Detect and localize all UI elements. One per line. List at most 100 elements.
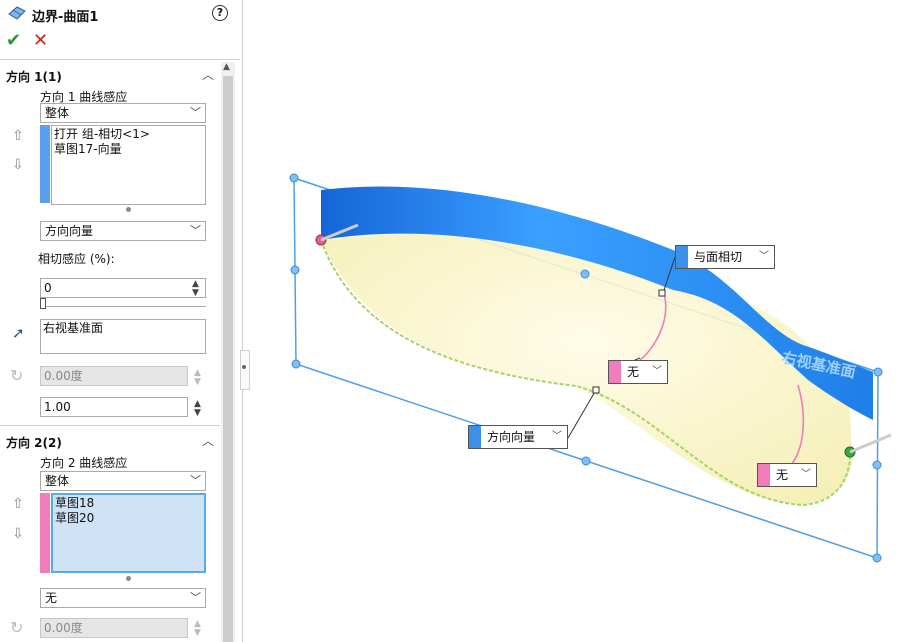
callout-color xyxy=(469,426,481,448)
cancel-button[interactable]: ✕ xyxy=(33,30,49,51)
callout-label: 与面相切 xyxy=(694,250,743,264)
reference-selection-box[interactable]: 右视基准面 xyxy=(40,319,206,354)
list-item[interactable]: 草图17-向量 xyxy=(54,142,122,156)
direction1-title: 方向 1(1) xyxy=(6,70,62,84)
panel-scrollbar[interactable]: ▲ xyxy=(221,62,235,642)
chevron-down-icon: ﹀ xyxy=(801,469,811,480)
tangent-type-callout[interactable]: 方向向量 ﹀ xyxy=(468,425,568,449)
direction2-curve-1 xyxy=(639,289,667,361)
direction1-collapse-icon[interactable]: ︿ xyxy=(202,68,215,82)
reverse-direction-icon: ↻ xyxy=(10,366,24,385)
graphics-viewport[interactable]: 右视基准面 xyxy=(243,0,909,642)
direction2-influence-select[interactable]: 整体 ﹀ xyxy=(40,471,206,491)
move-up-icon[interactable]: ⇧ xyxy=(12,496,24,512)
direction1-tangent-value: 方向向量 xyxy=(45,224,94,238)
tangent-arrow[interactable] xyxy=(320,223,359,242)
angle-input: 0.00度 xyxy=(40,366,188,386)
spin-arrows-icon: ▲▼ xyxy=(194,619,201,638)
splitter-grip-icon xyxy=(242,365,246,369)
list-resize-handle[interactable] xyxy=(126,576,131,581)
slider-knob[interactable] xyxy=(40,298,46,309)
angle-value: 0.00度 xyxy=(44,369,83,383)
chevron-down-icon: ﹀ xyxy=(190,224,201,237)
callout-color xyxy=(758,464,770,486)
callout-leader xyxy=(634,357,641,361)
panel-title: 边界-曲面1 xyxy=(32,10,99,25)
frame-handle[interactable] xyxy=(291,359,301,369)
tangent-face-band xyxy=(321,186,873,420)
frame-handle[interactable] xyxy=(581,456,591,466)
frame-handle[interactable] xyxy=(873,367,883,377)
property-manager: 边界-曲面1 ? ✔ ✕ ▲ 方向 1(1) ︿ 方向 1 曲线感应 整体 ﹀ … xyxy=(0,0,243,642)
scrollbar-thumb[interactable] xyxy=(223,76,233,642)
chevron-down-icon: ﹀ xyxy=(759,251,769,262)
angle-value: 0.00度 xyxy=(44,621,83,635)
direction-vector-icon: ➚ xyxy=(12,324,25,342)
direction2-color-bar xyxy=(40,493,50,573)
leader-anchor xyxy=(658,289,666,297)
callout-label: 方向向量 xyxy=(487,430,536,444)
direction1-curve-list[interactable]: 打开 组-相切<1> 草图17-向量 xyxy=(51,125,206,205)
frame-handle[interactable] xyxy=(872,553,882,563)
angle-input: 0.00度 xyxy=(40,618,188,638)
divider xyxy=(0,425,220,426)
direction1-color-bar xyxy=(40,125,50,203)
tangent-influence-slider[interactable] xyxy=(40,298,206,309)
direction1-influence-select[interactable]: 整体 ﹀ xyxy=(40,103,206,123)
tangent-arrow[interactable] xyxy=(849,433,892,454)
tangent-length-value: 1.00 xyxy=(44,400,71,414)
list-item[interactable]: 打开 组-相切<1> xyxy=(54,127,150,141)
direction2-collapse-icon[interactable]: ︿ xyxy=(202,434,215,448)
reverse-direction-icon: ↻ xyxy=(10,618,24,637)
panel-header: 边界-曲面1 ? xyxy=(0,0,240,30)
tangent-type-callout[interactable]: 无 ﹀ xyxy=(608,360,668,384)
direction2-influence-label: 方向 2 曲线感应 xyxy=(40,456,128,470)
help-icon[interactable]: ? xyxy=(212,5,228,21)
list-resize-handle[interactable] xyxy=(126,207,131,212)
direction2-tangent-select[interactable]: 无 ﹀ xyxy=(40,588,206,608)
reference-item: 右视基准面 xyxy=(43,321,104,335)
tangent-influence-label: 相切感应 (%): xyxy=(38,252,115,266)
move-up-icon[interactable]: ⇧ xyxy=(12,128,24,144)
callout-leader xyxy=(662,256,676,294)
direction1-tangent-select[interactable]: 方向向量 ﹀ xyxy=(40,221,206,241)
list-item[interactable]: 草图20 xyxy=(55,511,95,525)
callout-leader xyxy=(567,389,597,439)
spin-arrows-icon[interactable]: ▲▼ xyxy=(192,279,199,298)
chevron-down-icon: ﹀ xyxy=(190,474,201,487)
frame-handle[interactable] xyxy=(289,173,299,183)
callout-color xyxy=(676,246,688,268)
tangent-type-callout[interactable]: 与面相切 ﹀ xyxy=(675,245,775,269)
direction2-curve-2 xyxy=(790,384,805,466)
move-down-icon[interactable]: ⇩ xyxy=(12,157,24,173)
direction2-curve-list[interactable]: 草图18 草图20 xyxy=(51,493,206,573)
callout-label: 无 xyxy=(776,468,789,482)
ok-button[interactable]: ✔ xyxy=(6,30,22,51)
boundary-surface-icon xyxy=(8,5,26,24)
panel-splitter[interactable] xyxy=(240,350,250,390)
frame-handle[interactable] xyxy=(580,269,590,279)
callout-color xyxy=(609,361,621,383)
callout-label: 无 xyxy=(627,365,640,379)
frame-handle[interactable] xyxy=(872,460,882,470)
direction2-influence-value: 整体 xyxy=(45,474,70,488)
direction2-title: 方向 2(2) xyxy=(6,436,62,450)
tangent-length-input[interactable]: 1.00 xyxy=(40,397,188,417)
spin-arrows-icon[interactable]: ▲▼ xyxy=(194,399,201,418)
direction2-tangent-value: 无 xyxy=(45,591,58,605)
frame-handle[interactable] xyxy=(290,265,300,275)
list-item[interactable]: 草图18 xyxy=(55,496,95,510)
tangent-type-callout[interactable]: 无 ﹀ xyxy=(757,463,817,487)
leader-anchor xyxy=(592,386,600,394)
move-down-icon[interactable]: ⇩ xyxy=(12,526,24,542)
chevron-down-icon: ﹀ xyxy=(190,106,201,119)
spin-arrows-icon: ▲▼ xyxy=(194,368,201,387)
divider xyxy=(0,59,240,60)
scroll-up-icon[interactable]: ▲ xyxy=(223,62,230,72)
tangent-influence-input[interactable]: 0 xyxy=(40,278,206,298)
chevron-down-icon: ﹀ xyxy=(652,366,662,377)
tangent-influence-value: 0 xyxy=(44,281,52,295)
direction1-influence-value: 整体 xyxy=(45,106,70,120)
direction1-influence-label: 方向 1 曲线感应 xyxy=(40,90,128,104)
direction1-curve xyxy=(320,239,852,507)
